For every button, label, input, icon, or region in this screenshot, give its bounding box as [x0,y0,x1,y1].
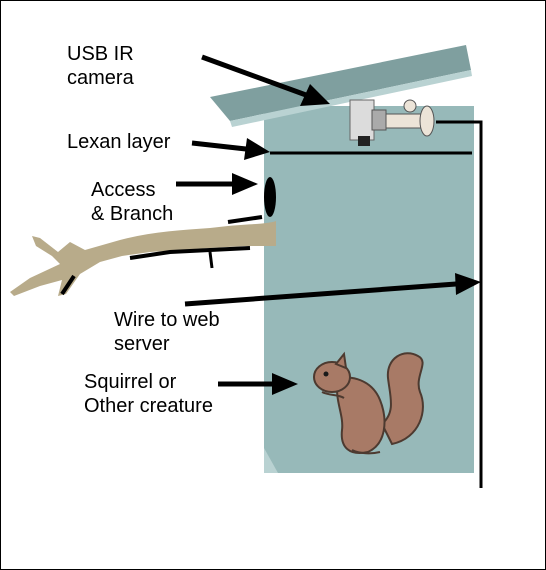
label-wire-to-web-server: Wire to web server [114,309,220,355]
camera-lens-housing [371,109,387,131]
squirrel-eye [323,371,329,377]
squirrel-tail [380,352,424,446]
wire [436,120,483,488]
squirrel-head [313,361,351,393]
entrance-hole [264,177,276,217]
squirrel-paw [321,391,345,399]
box-roof [210,45,471,121]
arrow-to-camera [201,54,330,106]
camera-lens [358,136,370,146]
arrow-to-creature [218,373,298,395]
label-lexan-layer: Lexan layer [67,131,171,153]
squirrel-ear [334,351,348,370]
branch-shape [10,221,276,296]
arrow-to-lexan [191,138,270,160]
squirrel-icon [313,351,424,455]
camera-mount-base [419,105,435,137]
branch-shadow-twig [60,274,76,296]
branch-shadow-underside [129,246,251,260]
label-squirrel-or-other-creature: Squirrel or Other creature [84,371,213,417]
arrow-to-access [176,173,258,195]
branch-shadow [227,215,263,224]
label-usb-ir-camera: USB IR camera [67,43,134,89]
camera-body [349,99,375,141]
squirrel-feet [351,449,381,455]
box-roof-underside [230,70,472,127]
squirrel-body [336,376,386,454]
camera-mount-ball [403,99,417,113]
arrow-to-wire [184,273,481,307]
box-side-edge [264,448,278,473]
branch-icon [10,215,276,296]
label-access-branch: Access & Branch [91,179,174,225]
pointer-arrows [176,54,481,395]
camera-icon [349,99,435,146]
branch-shadow-knot [208,251,214,269]
